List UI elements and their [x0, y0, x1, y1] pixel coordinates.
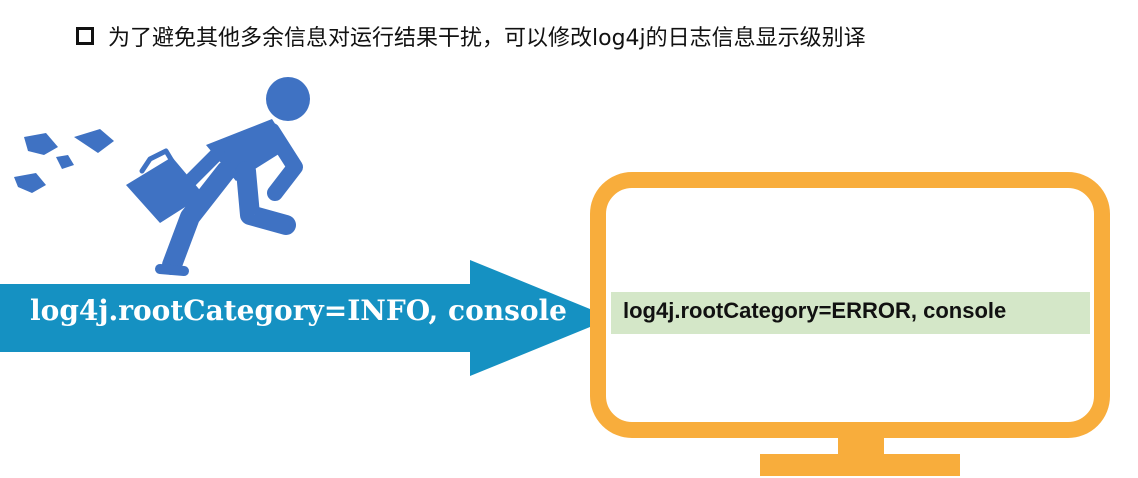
running-businessman-icon — [14, 77, 310, 276]
hollow-square-bullet-icon — [76, 27, 94, 45]
heading-text: 为了避免其他多余信息对运行结果干扰，可以修改log4j的日志信息显示级别译 — [108, 26, 866, 51]
arrow-label: log4j.rootCategory=INFO, console — [30, 294, 567, 327]
screen-highlight-band — [611, 292, 1090, 334]
arrow-shape — [0, 260, 612, 376]
screen-label: log4j.rootCategory=ERROR, console — [623, 298, 1007, 323]
heading-line: 为了避免其他多余信息对运行结果干扰，可以修改log4j的日志信息显示级别译 — [76, 20, 866, 52]
